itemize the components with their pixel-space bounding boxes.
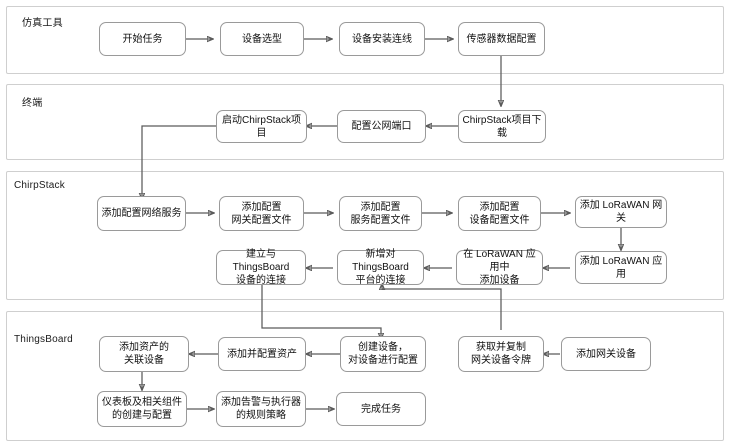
- node-add-device-in-lorawan-app[interactable]: 在 LoRaWAN 应用中 添加设备: [456, 249, 543, 286]
- node-label: 添加网关设备: [576, 348, 636, 360]
- node-label-line2: 设备的连接: [236, 275, 286, 286]
- node-label-line1: 在 LoRaWAN 应用中: [463, 249, 536, 273]
- node-add-alarm-rule-strategy[interactable]: 添加告警与执行器 的规则策略: [216, 391, 306, 427]
- swimlane-label-thingsboard: ThingsBoard: [14, 334, 73, 345]
- node-establish-thingsboard-device-connection[interactable]: 建立与ThingsBoard 设备的连接: [216, 249, 306, 286]
- node-add-gateway-config-file[interactable]: 添加配置 网关配置文件: [219, 196, 304, 231]
- node-start-chirpstack-project[interactable]: 启动ChirpStack项目: [216, 110, 307, 143]
- node-label: 设备安装连线: [352, 33, 412, 45]
- node-start-task[interactable]: 开始任务: [99, 22, 186, 56]
- node-add-asset-related-device[interactable]: 添加资产的 关联设备: [99, 336, 189, 372]
- node-label-line1: 添加告警与执行器: [221, 397, 301, 408]
- node-label-line2: 网关配置文件: [231, 214, 292, 226]
- node-add-network-service[interactable]: 添加配置网络服务: [97, 196, 186, 231]
- node-label-line1: 获取并复制: [476, 342, 526, 353]
- node-configure-public-port[interactable]: 配置公网端口: [337, 110, 426, 143]
- node-sensor-data-config[interactable]: 传感器数据配置: [458, 22, 545, 56]
- node-label-line1: 新增对ThingsBoard: [352, 249, 409, 273]
- node-add-lorawan-gateway[interactable]: 添加 LoRaWAN 网关: [575, 196, 667, 228]
- node-add-service-config-file[interactable]: 添加配置 服务配置文件: [339, 196, 422, 231]
- node-label-line2: 的创建与配置: [112, 410, 172, 421]
- node-label-line2: 关联设备: [124, 355, 164, 366]
- node-create-and-configure-device[interactable]: 创建设备， 对设备进行配置: [340, 336, 426, 372]
- node-label-line1: 添加配置: [241, 201, 282, 213]
- node-label: ChirpStack项目下载: [462, 114, 542, 139]
- node-copy-gateway-device-token[interactable]: 获取并复制 网关设备令牌: [458, 336, 544, 372]
- node-create-dashboard-components[interactable]: 仪表板及相关组件 的创建与配置: [97, 391, 187, 427]
- node-label-line1: 建立与ThingsBoard: [232, 249, 290, 273]
- node-finish-task[interactable]: 完成任务: [336, 392, 426, 426]
- node-label-line1: 添加配置: [360, 201, 401, 213]
- node-label: 添加 LoRaWAN 网关: [579, 200, 663, 224]
- node-add-device-config-file[interactable]: 添加配置 设备配置文件: [458, 196, 541, 231]
- node-label-line1: 添加配置: [479, 201, 520, 213]
- node-label-line1: 添加资产的: [119, 342, 169, 353]
- node-add-lorawan-application[interactable]: 添加 LoRaWAN 应用: [575, 251, 667, 284]
- node-add-gateway-device[interactable]: 添加网关设备: [561, 337, 651, 371]
- node-label-line2: 设备配置文件: [469, 214, 530, 226]
- node-label: 添加并配置资产: [227, 348, 297, 360]
- node-label: 配置公网端口: [351, 121, 412, 132]
- node-label: 开始任务: [122, 33, 163, 45]
- node-add-thingsboard-platform-connection[interactable]: 新增对ThingsBoard 平台的连接: [337, 249, 424, 286]
- node-label-line2: 添加设备: [479, 275, 520, 286]
- swimlane-label-terminal: 终端: [22, 98, 43, 109]
- node-label-line1: 创建设备，: [358, 342, 408, 353]
- node-label-line2: 网关设备令牌: [471, 355, 531, 366]
- node-device-install-wiring[interactable]: 设备安装连线: [339, 22, 425, 56]
- node-label-line2: 服务配置文件: [350, 214, 411, 226]
- node-device-selection[interactable]: 设备选型: [220, 22, 304, 56]
- node-download-chirpstack-project[interactable]: ChirpStack项目下载: [458, 110, 546, 143]
- node-label-line2: 平台的连接: [355, 275, 406, 286]
- node-label: 添加 LoRaWAN 应用: [579, 255, 663, 280]
- node-add-and-configure-asset[interactable]: 添加并配置资产: [218, 337, 306, 371]
- node-label: 启动ChirpStack项目: [222, 114, 301, 139]
- node-label: 设备选型: [242, 33, 282, 45]
- swimlane-label-sim: 仿真工具: [22, 18, 63, 29]
- node-label-line2: 的规则策略: [236, 410, 286, 421]
- node-label: 完成任务: [361, 403, 401, 415]
- node-label: 传感器数据配置: [466, 33, 537, 45]
- node-label: 添加配置网络服务: [101, 208, 182, 219]
- node-label-line2: 对设备进行配置: [348, 355, 418, 366]
- swimlane-label-chirpstack: ChirpStack: [14, 180, 65, 191]
- node-label-line1: 仪表板及相关组件: [102, 397, 182, 408]
